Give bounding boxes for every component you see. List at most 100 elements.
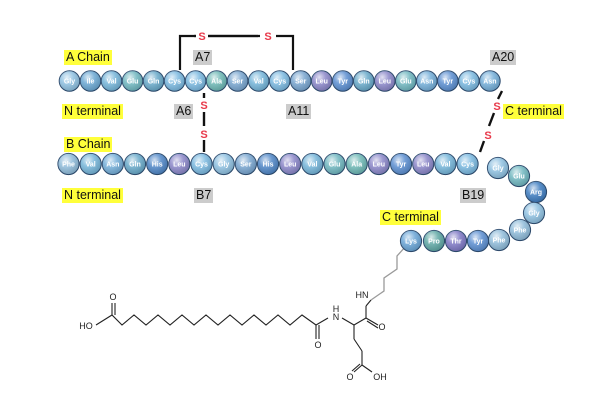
residue-glu: Glu <box>121 70 144 92</box>
residue-shine <box>323 153 346 175</box>
a-chain-label: A Chain <box>64 50 112 65</box>
residue-shine <box>311 70 333 92</box>
residue-tyr: Tyr <box>466 229 490 253</box>
a20-position-label: A20 <box>490 50 517 65</box>
residue-label: Gly <box>528 210 539 217</box>
amine-label: HN <box>356 290 369 300</box>
residue-shine <box>146 153 168 175</box>
residue-glu: Glu <box>323 152 346 176</box>
residue-cys: Cys <box>458 70 480 92</box>
carbonyl-oxygen-label: O <box>109 292 116 302</box>
residue-label: Tyr <box>338 78 349 85</box>
sulfur-atom: S <box>264 31 271 43</box>
residue-label: Phe <box>62 161 75 168</box>
residue-label: Cys <box>189 78 202 85</box>
residue-shine <box>437 70 459 92</box>
residue-val: Val <box>100 70 123 92</box>
residue-label: Ile <box>87 78 95 85</box>
residue-label: Ser <box>295 78 307 85</box>
residue-shine <box>509 219 531 241</box>
residue-label: Gly <box>64 78 75 85</box>
residue-phe: Phe <box>487 228 511 252</box>
residue-arg: Arg <box>524 180 548 204</box>
residue-shine <box>445 230 467 252</box>
residue-leu: Leu <box>168 152 191 176</box>
residue-label: Tyr <box>473 238 484 245</box>
residue-shine <box>102 153 124 175</box>
residue-label: Tyr <box>443 78 454 85</box>
s-gap-1 <box>196 29 208 42</box>
sulfur-atom: S <box>200 129 207 141</box>
acid-hydroxyl-label: OH <box>373 372 387 382</box>
residue-shine <box>164 70 185 92</box>
residue-leu: Leu <box>279 152 302 176</box>
disulfide-bridge-a20-b19 <box>478 90 504 153</box>
residue-shine <box>487 157 509 179</box>
c-terminal-b-label: C terminal <box>380 210 441 225</box>
residue-shine <box>213 153 235 175</box>
residue-leu: Leu <box>374 70 396 92</box>
residue-lys: Lys <box>399 229 423 253</box>
residue-shine <box>467 230 489 252</box>
residue-shine <box>416 70 438 92</box>
residue-ser: Ser <box>234 152 257 176</box>
residue-phe: Phe <box>57 152 80 176</box>
acid-oxygen-label: O <box>346 372 353 382</box>
residue-shine <box>301 153 323 175</box>
residue-gly: Gly <box>522 201 546 225</box>
residue-label: Leu <box>284 161 296 168</box>
residue-label: Tyr <box>396 161 407 168</box>
hydroxyl-label: HO <box>79 321 93 331</box>
residue-label: Lys <box>405 238 417 245</box>
residue-gln: Gln <box>123 152 147 176</box>
residue-shine <box>257 153 279 175</box>
molecule-atom-labels: HO O HN N H O O O OH <box>79 290 387 382</box>
residue-shine <box>122 70 143 92</box>
residue-label: Gln <box>129 161 141 168</box>
residue-shine <box>412 153 434 175</box>
residue-label: Val <box>307 161 317 168</box>
residue-shine <box>124 153 146 175</box>
residue-glu: Glu <box>507 164 531 188</box>
residue-label: Val <box>440 161 450 168</box>
residue-shine <box>279 153 301 175</box>
residue-shine <box>456 153 479 175</box>
residue-shine <box>185 70 206 92</box>
residue-gly: Gly <box>58 70 81 92</box>
residue-gly: Gly <box>486 156 510 180</box>
residue-label: Ser <box>232 78 244 85</box>
residue-label: Leu <box>316 78 328 85</box>
residue-label: Pro <box>428 238 440 245</box>
residue-shine <box>479 70 501 92</box>
residue-asn: Asn <box>479 70 501 92</box>
sulfur-atom: S <box>484 130 491 142</box>
b19-position-label: B19 <box>460 188 487 203</box>
residue-label: Leu <box>417 161 429 168</box>
residue-label: Thr <box>450 238 462 245</box>
a7-position-label: A7 <box>193 50 213 65</box>
residue-cys: Cys <box>268 70 291 92</box>
amide-nitrogen-label: N <box>333 312 340 322</box>
residue-label: Leu <box>379 78 391 85</box>
residue-shine <box>346 153 368 175</box>
n-terminal-a-label: N terminal <box>62 104 123 119</box>
residue-shine <box>434 153 456 175</box>
residue-shine <box>143 70 164 92</box>
residue-pro: Pro <box>422 229 446 253</box>
residue-val: Val <box>434 152 457 176</box>
residue-label: Gly <box>492 165 503 172</box>
residue-shine <box>458 70 480 92</box>
sulfur-atom: S <box>198 31 205 43</box>
residue-cys: Cys <box>163 70 186 92</box>
residue-cys: Cys <box>456 152 479 176</box>
residue-shine <box>59 70 80 92</box>
residue-shine <box>353 70 375 92</box>
residue-shine <box>423 230 445 252</box>
residue-label: His <box>263 161 274 168</box>
residue-label: Gln <box>358 78 370 85</box>
residue-tyr: Tyr <box>437 70 459 92</box>
sulfur-atom: S <box>493 101 500 113</box>
residue-label: Glu <box>329 161 341 168</box>
